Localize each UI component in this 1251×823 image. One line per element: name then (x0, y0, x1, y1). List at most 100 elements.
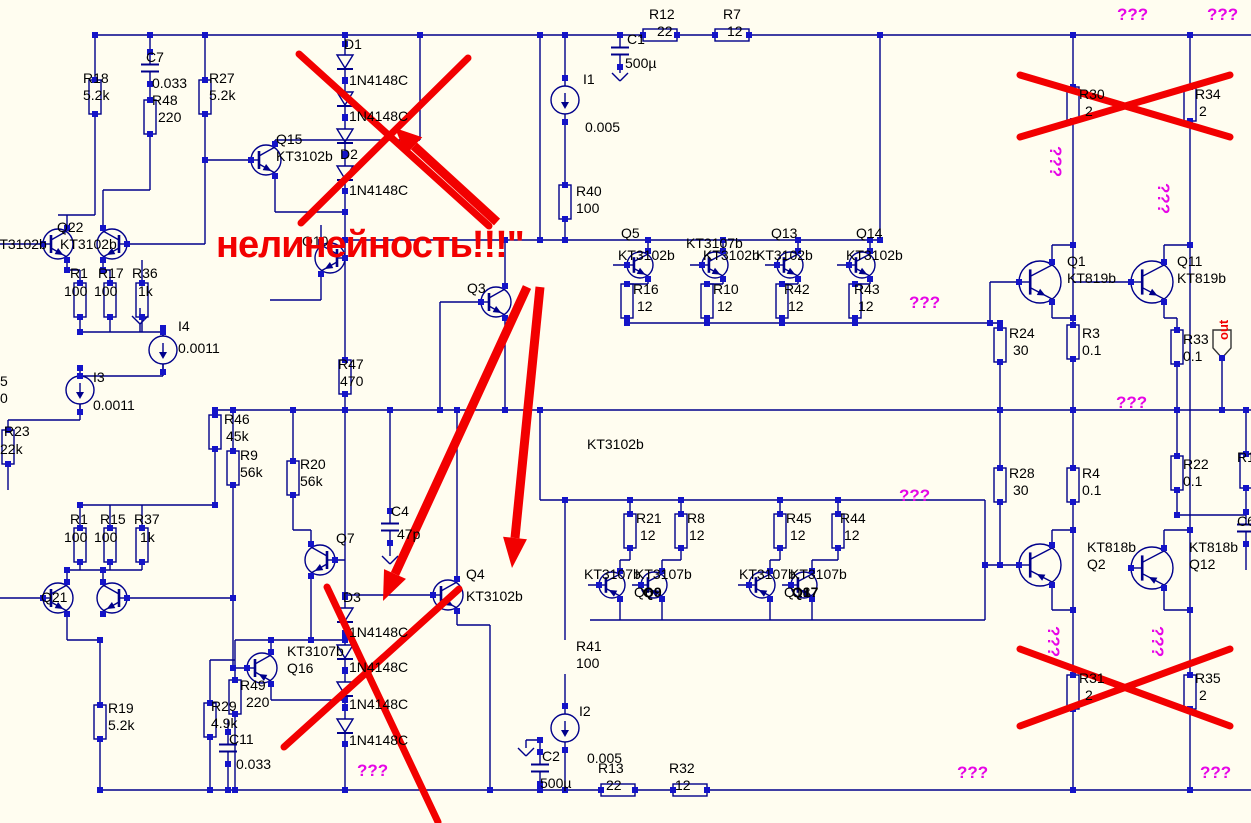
component-I2[interactable] (550, 706, 580, 750)
component-label[interactable]: KT3107b (584, 566, 641, 582)
component-label[interactable]: R1 (70, 511, 88, 527)
component-label[interactable]: R13 (598, 760, 624, 776)
component-Q7[interactable] (304, 544, 336, 576)
component-label[interactable]: KT3107b (635, 566, 692, 582)
component-label[interactable]: 1N4148C (349, 659, 409, 675)
component-label[interactable]: KT3102b (587, 436, 644, 452)
component-label[interactable]: 12 (788, 298, 804, 314)
component-label[interactable]: 1N4148C (349, 72, 409, 88)
component-label[interactable]: KT819b (1177, 270, 1227, 286)
component-label[interactable]: R46 (224, 411, 250, 427)
component-label[interactable]: Q9 (643, 584, 662, 600)
component-label[interactable]: C4 (391, 503, 409, 519)
component-label[interactable]: 5 (0, 373, 8, 389)
out-port-label[interactable]: out (1216, 319, 1231, 340)
component-label[interactable]: C2 (542, 748, 560, 764)
component-label[interactable]: R35 (1195, 670, 1221, 686)
component-label[interactable]: 1N4148C (349, 108, 409, 124)
component-R20[interactable] (286, 460, 300, 496)
component-label[interactable]: Q10 (302, 233, 329, 249)
component-label[interactable]: 47p (397, 526, 421, 542)
component-label[interactable]: 100 (576, 200, 600, 216)
component-label[interactable]: Q11 (1177, 253, 1203, 269)
component-label[interactable]: 5.2k (209, 87, 236, 103)
component-label[interactable]: 2 (1199, 687, 1207, 703)
component-label[interactable]: 12 (858, 298, 874, 314)
component-label[interactable]: Q7 (336, 530, 355, 546)
component-R4[interactable] (1066, 467, 1080, 503)
component-label[interactable]: R17 (98, 265, 124, 281)
component-label[interactable]: R36 (132, 265, 158, 281)
component-label[interactable]: 100 (94, 283, 118, 299)
component-label[interactable]: KT3102b (466, 588, 523, 604)
component-label[interactable]: Q14 (856, 225, 883, 241)
component-label[interactable]: 100 (576, 655, 600, 671)
component-G4[interactable] (517, 740, 535, 757)
component-label[interactable]: KT3107b (287, 643, 344, 659)
component-label[interactable]: R18 (83, 70, 109, 86)
component-label[interactable]: Q12 (1189, 556, 1216, 572)
component-label[interactable]: R3 (1082, 325, 1100, 341)
component-label[interactable]: R12 (649, 6, 675, 22)
component-label[interactable]: R45 (786, 510, 812, 526)
component-label[interactable]: 12 (790, 527, 806, 543)
component-label[interactable]: 2 (1199, 103, 1207, 119)
component-R8[interactable] (674, 513, 688, 549)
component-label[interactable]: R10 (713, 281, 739, 297)
component-label[interactable]: KT3102b (60, 236, 117, 252)
component-Q21b[interactable] (96, 582, 128, 614)
component-label[interactable]: 45k (226, 428, 249, 444)
component-label[interactable]: C6 (1237, 513, 1251, 529)
component-label[interactable]: Q17 (792, 584, 819, 600)
component-label[interactable]: 12 (689, 527, 705, 543)
component-label[interactable]: KT3102b (756, 247, 813, 263)
component-label[interactable]: R49 (240, 677, 266, 693)
component-label[interactable]: KT3107b (686, 235, 743, 251)
component-label[interactable]: 0.1 (1183, 348, 1203, 364)
component-label[interactable]: R37 (134, 511, 160, 527)
component-label[interactable]: R32 (669, 760, 695, 776)
component-label[interactable]: 1N4148C (349, 732, 409, 748)
component-label[interactable]: 0.005 (585, 119, 621, 135)
component-label[interactable]: 30 (1013, 342, 1029, 358)
component-label[interactable]: I2 (579, 703, 591, 719)
component-label[interactable]: 22 (657, 23, 673, 39)
component-label[interactable]: Q3 (467, 280, 486, 296)
component-label[interactable]: 100 (64, 529, 88, 545)
component-label[interactable]: 0.033 (152, 75, 188, 91)
component-label[interactable]: KT3107b (739, 566, 796, 582)
component-label[interactable]: R9 (240, 447, 258, 463)
component-label[interactable]: R21 (636, 510, 662, 526)
component-label[interactable]: 100 (64, 283, 88, 299)
component-label[interactable]: D1 (344, 36, 362, 52)
red-cross-annotation[interactable] (297, 54, 472, 227)
component-label[interactable]: R42 (784, 281, 810, 297)
component-label[interactable]: 12 (844, 527, 860, 543)
component-label[interactable]: R1 (70, 265, 88, 281)
red-arrow-annotation[interactable] (395, 128, 501, 226)
component-label[interactable]: Q18 (784, 584, 811, 600)
component-label[interactable]: 0 (0, 390, 8, 406)
component-label[interactable]: Q16 (287, 660, 314, 676)
question-mark-annotation[interactable]: ??? (1200, 763, 1232, 782)
component-Q2[interactable] (1018, 543, 1062, 587)
component-label[interactable]: R44 (840, 510, 866, 526)
component-label[interactable]: KT818b (1087, 539, 1137, 555)
component-label[interactable]: Q15 (276, 131, 303, 147)
nonlinearity-note[interactable]: нелинейность!!!" (216, 224, 525, 266)
component-Q1[interactable] (1018, 260, 1062, 304)
component-label[interactable]: 30 (1013, 482, 1029, 498)
component-label[interactable]: 5.2k (83, 87, 110, 103)
component-label[interactable]: 0.1 (1183, 473, 1203, 489)
component-label[interactable]: 12 (717, 298, 733, 314)
component-R33[interactable] (1170, 329, 1184, 365)
component-label[interactable]: Q2 (1087, 556, 1106, 572)
component-label[interactable]: 1N4148C (349, 696, 409, 712)
component-label[interactable]: 5.2k (108, 717, 135, 733)
component-label[interactable]: Q13 (771, 225, 798, 241)
component-label[interactable]: R48 (152, 92, 178, 108)
question-mark-annotation[interactable]: ??? (1117, 5, 1149, 24)
component-label[interactable]: 500µ (625, 55, 657, 71)
component-R10[interactable] (700, 283, 714, 319)
component-label[interactable]: R23 (4, 423, 30, 439)
